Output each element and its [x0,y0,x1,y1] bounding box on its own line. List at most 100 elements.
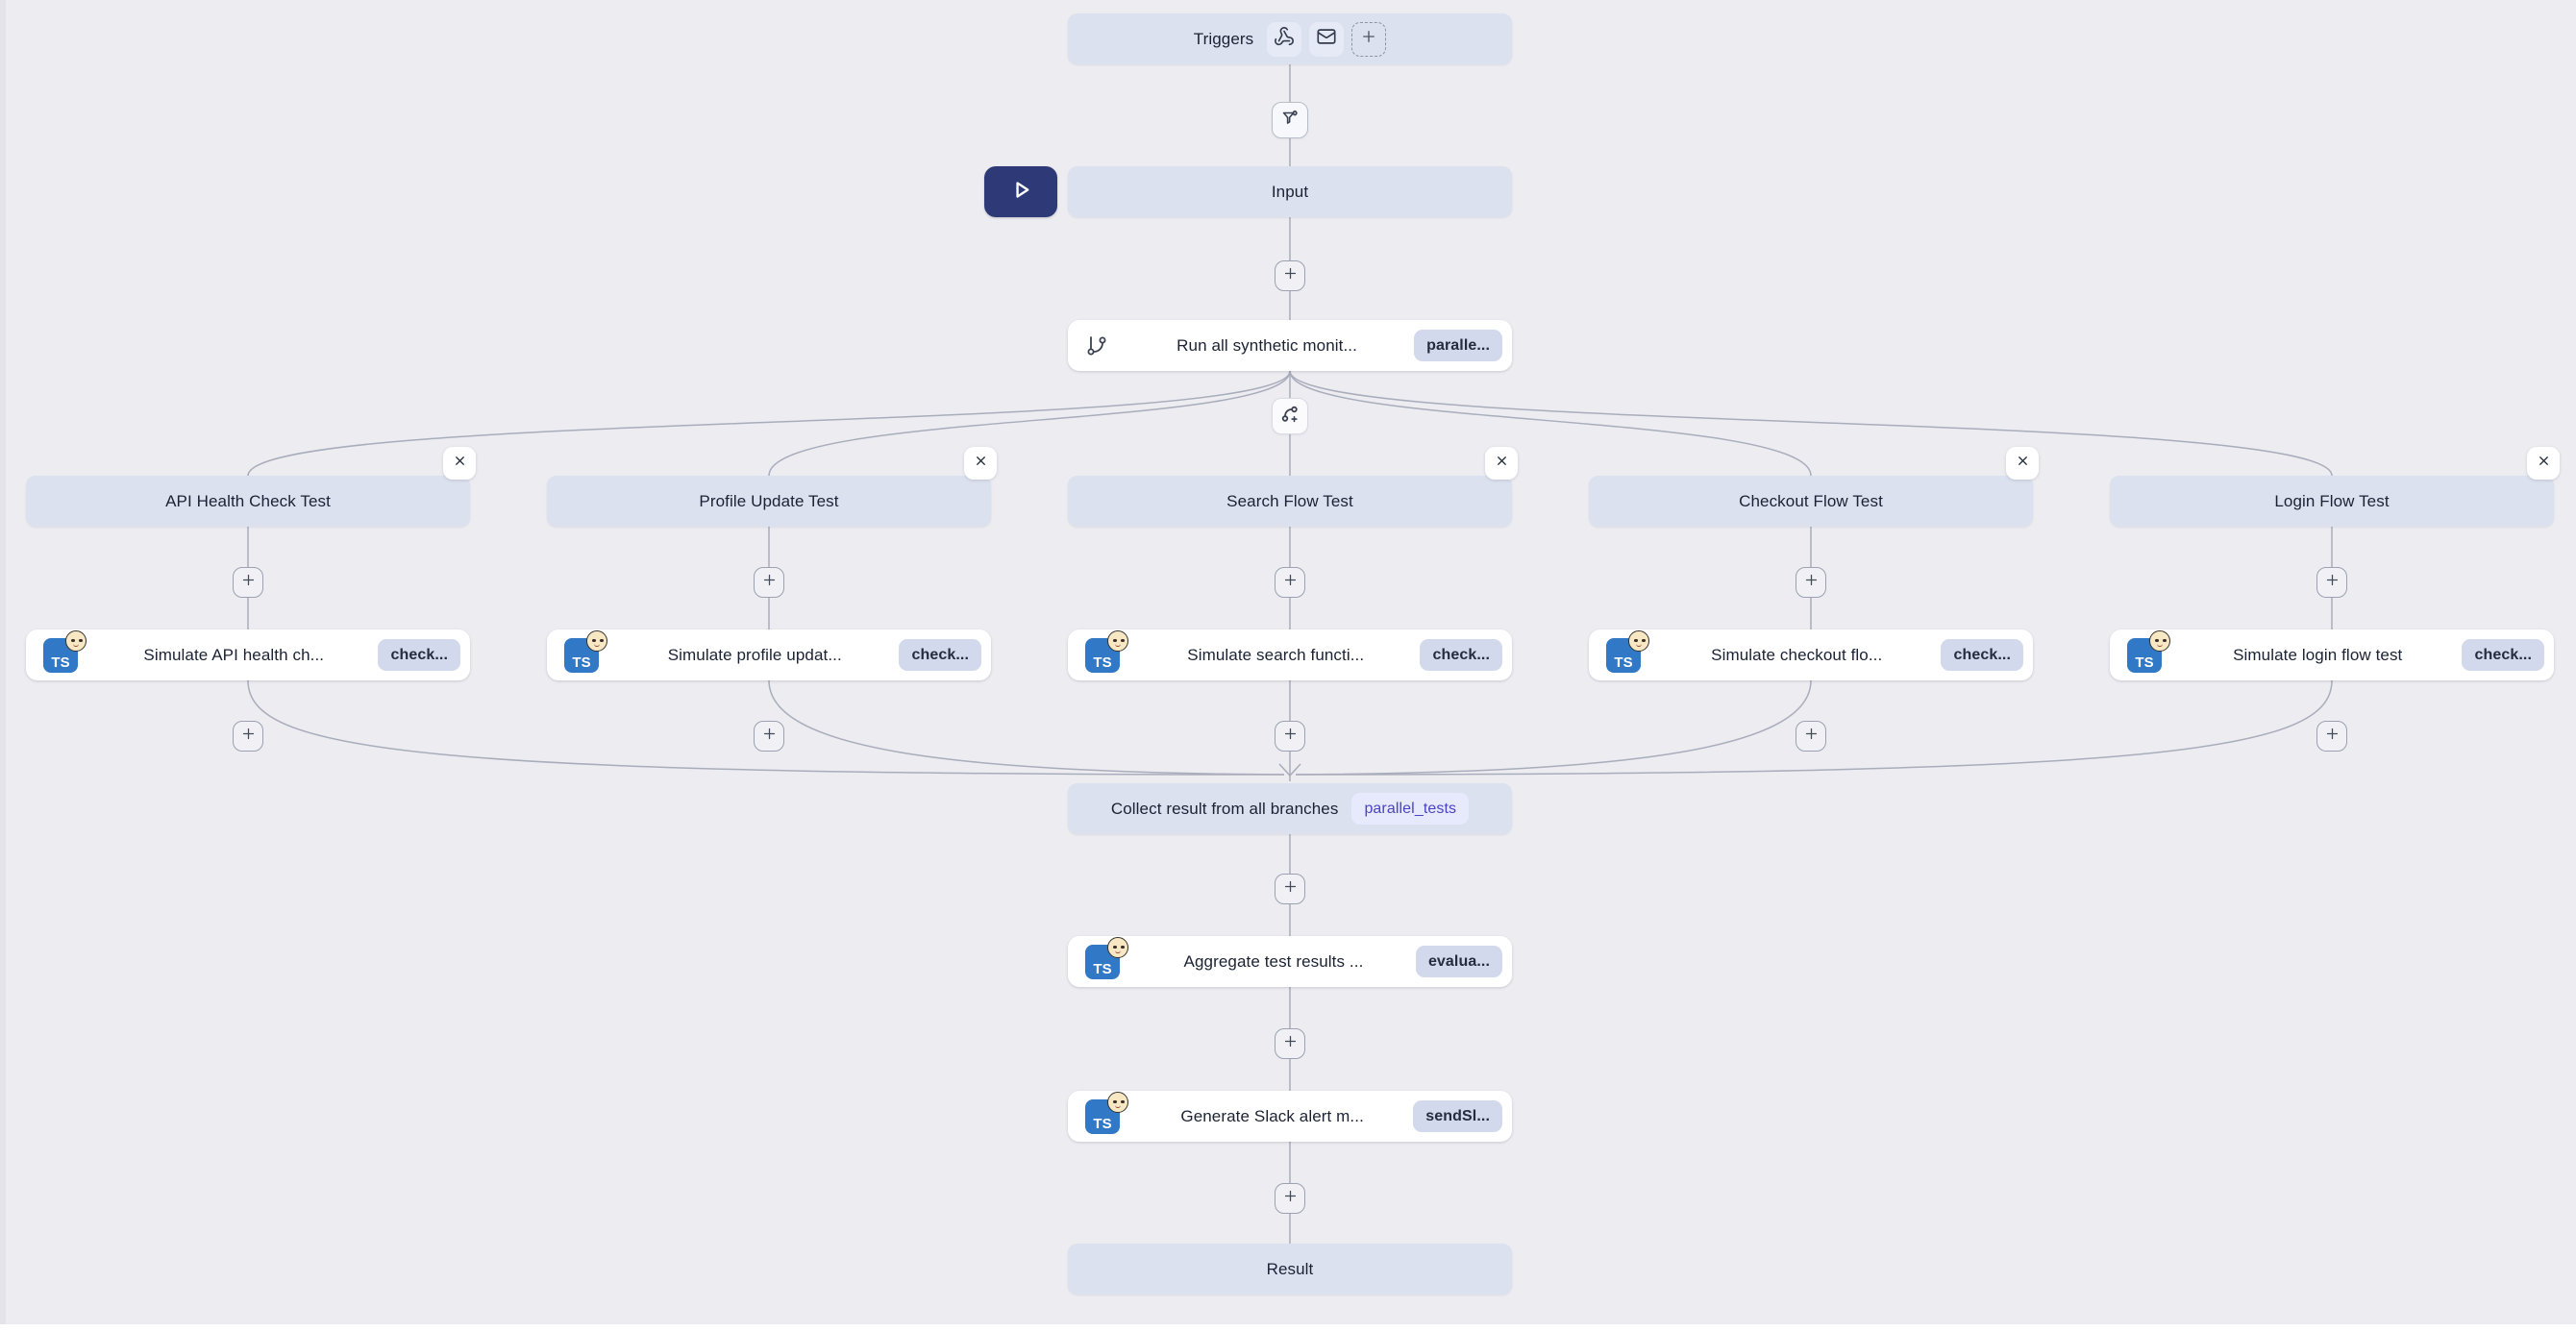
webhook-trigger-button[interactable] [1267,21,1302,57]
add-step-button[interactable] [2316,567,2347,598]
ts-icon: TS [2127,629,2170,673]
add-step-button[interactable] [1275,721,1305,752]
mail-icon [1316,26,1337,52]
play-icon [1008,177,1034,208]
input-node[interactable]: Input [1068,166,1512,217]
aggregate-results-step[interactable]: TS Aggregate test results ... evalua... [1068,936,1512,987]
close-icon [453,454,467,473]
plus-icon [240,726,257,747]
add-step-button[interactable] [754,567,784,598]
step-badge: check... [1941,639,2023,671]
result-label: Result [1266,1259,1314,1278]
step-label: Simulate profile updat... [667,645,842,664]
plus-icon [2324,726,2341,747]
branch-header[interactable]: API Health Check Test [26,476,470,527]
add-branch-button[interactable] [1272,398,1308,434]
add-step-button-before-result[interactable] [1275,1183,1305,1214]
ts-icon: TS [564,629,607,673]
step-badge: check... [1420,639,1502,671]
branch-title: Profile Update Test [699,491,839,510]
step-label: Simulate checkout flo... [1711,645,1883,664]
baby-face-icon [1628,629,1649,652]
plus-icon [1282,572,1299,593]
collect-results-node[interactable]: Collect result from all branches paralle… [1068,783,1512,834]
branch-step[interactable]: TS Simulate checkout flo... check... [1589,629,2033,680]
add-step-button[interactable] [1275,567,1305,598]
ts-icon: TS [1085,629,1128,673]
delete-branch-button[interactable] [443,447,476,480]
step-badge: check... [899,639,981,671]
add-step-button[interactable] [1796,567,1826,598]
plus-icon [1803,726,1820,747]
branch-header[interactable]: Profile Update Test [547,476,991,527]
input-node-label: Input [1271,182,1309,201]
webhook-icon [1274,26,1295,52]
triggers-node[interactable]: Triggers [1068,13,1512,64]
add-step-button[interactable] [233,721,263,752]
git-branch-icon [1085,334,1108,358]
branch-header[interactable]: Checkout Flow Test [1589,476,2033,527]
ts-icon: TS [43,629,87,673]
step-label: Generate Slack alert m... [1180,1106,1364,1125]
plus-icon [1282,1033,1299,1054]
add-trigger-button[interactable] [1351,21,1387,57]
add-step-button[interactable] [2316,721,2347,752]
step-badge: evalua... [1415,946,1502,977]
step-label: Aggregate test results ... [1183,951,1364,971]
step-label: Simulate API health ch... [143,645,325,664]
delete-branch-button[interactable] [964,447,997,480]
plus-icon [1803,572,1820,593]
close-icon [1495,454,1509,473]
delete-branch-button[interactable] [2006,447,2039,480]
close-icon [2537,454,2551,473]
add-step-button[interactable] [233,567,263,598]
plus-icon [761,726,778,747]
delete-branch-button[interactable] [1485,447,1518,480]
plus-icon [1282,265,1299,286]
branch-title: API Health Check Test [165,491,331,510]
plus-icon [1282,1188,1299,1209]
branch-step[interactable]: TS Simulate login flow test check... [2110,629,2554,680]
run-workflow-button[interactable] [984,166,1057,217]
branch-header[interactable]: Search Flow Test [1068,476,1512,527]
branch-title: Search Flow Test [1226,491,1353,510]
plus-icon [1282,878,1299,900]
ts-icon: TS [1606,629,1649,673]
close-icon [974,454,988,473]
slack-alert-step[interactable]: TS Generate Slack alert m... sendSl... [1068,1091,1512,1142]
add-step-button-after-aggregate[interactable] [1275,1028,1305,1059]
step-label: Simulate login flow test [2233,645,2403,664]
plus-icon [240,572,257,593]
close-icon [2016,454,2030,473]
email-trigger-button[interactable] [1309,21,1345,57]
add-step-button[interactable] [1796,721,1826,752]
canvas-bottom-edge [0,1324,2576,1332]
branch-header[interactable]: Login Flow Test [2110,476,2554,527]
plus-icon [1282,726,1299,747]
step-badge: check... [378,639,460,671]
canvas-left-edge [0,0,6,1332]
baby-face-icon [1107,629,1128,652]
collect-label: Collect result from all branches [1110,799,1339,818]
branch-step[interactable]: TS Simulate API health ch... check... [26,629,470,680]
add-trigger-plus-icon [1360,28,1377,50]
run-synthetic-monitors-step[interactable]: Run all synthetic monit... paralle... [1068,320,1512,371]
branch-title: Checkout Flow Test [1739,491,1883,510]
step-label: Simulate search functi... [1187,645,1365,664]
add-step-button-after-collect[interactable] [1275,874,1305,904]
trigger-filter-button[interactable] [1272,102,1308,138]
add-step-button[interactable] [754,721,784,752]
ts-icon: TS [1085,936,1128,979]
result-node[interactable]: Result [1068,1244,1512,1295]
baby-face-icon [1107,936,1128,958]
branch-split-plus-icon [1278,403,1301,431]
add-step-button-after-input[interactable] [1275,260,1305,291]
delete-branch-button[interactable] [2527,447,2560,480]
triggers-label: Triggers [1193,29,1254,48]
baby-face-icon [1107,1091,1128,1113]
step-badge: paralle... [1414,330,1502,361]
baby-face-icon [2149,629,2170,652]
branch-step[interactable]: TS Simulate search functi... check... [1068,629,1512,680]
baby-face-icon [586,629,607,652]
branch-step[interactable]: TS Simulate profile updat... check... [547,629,991,680]
